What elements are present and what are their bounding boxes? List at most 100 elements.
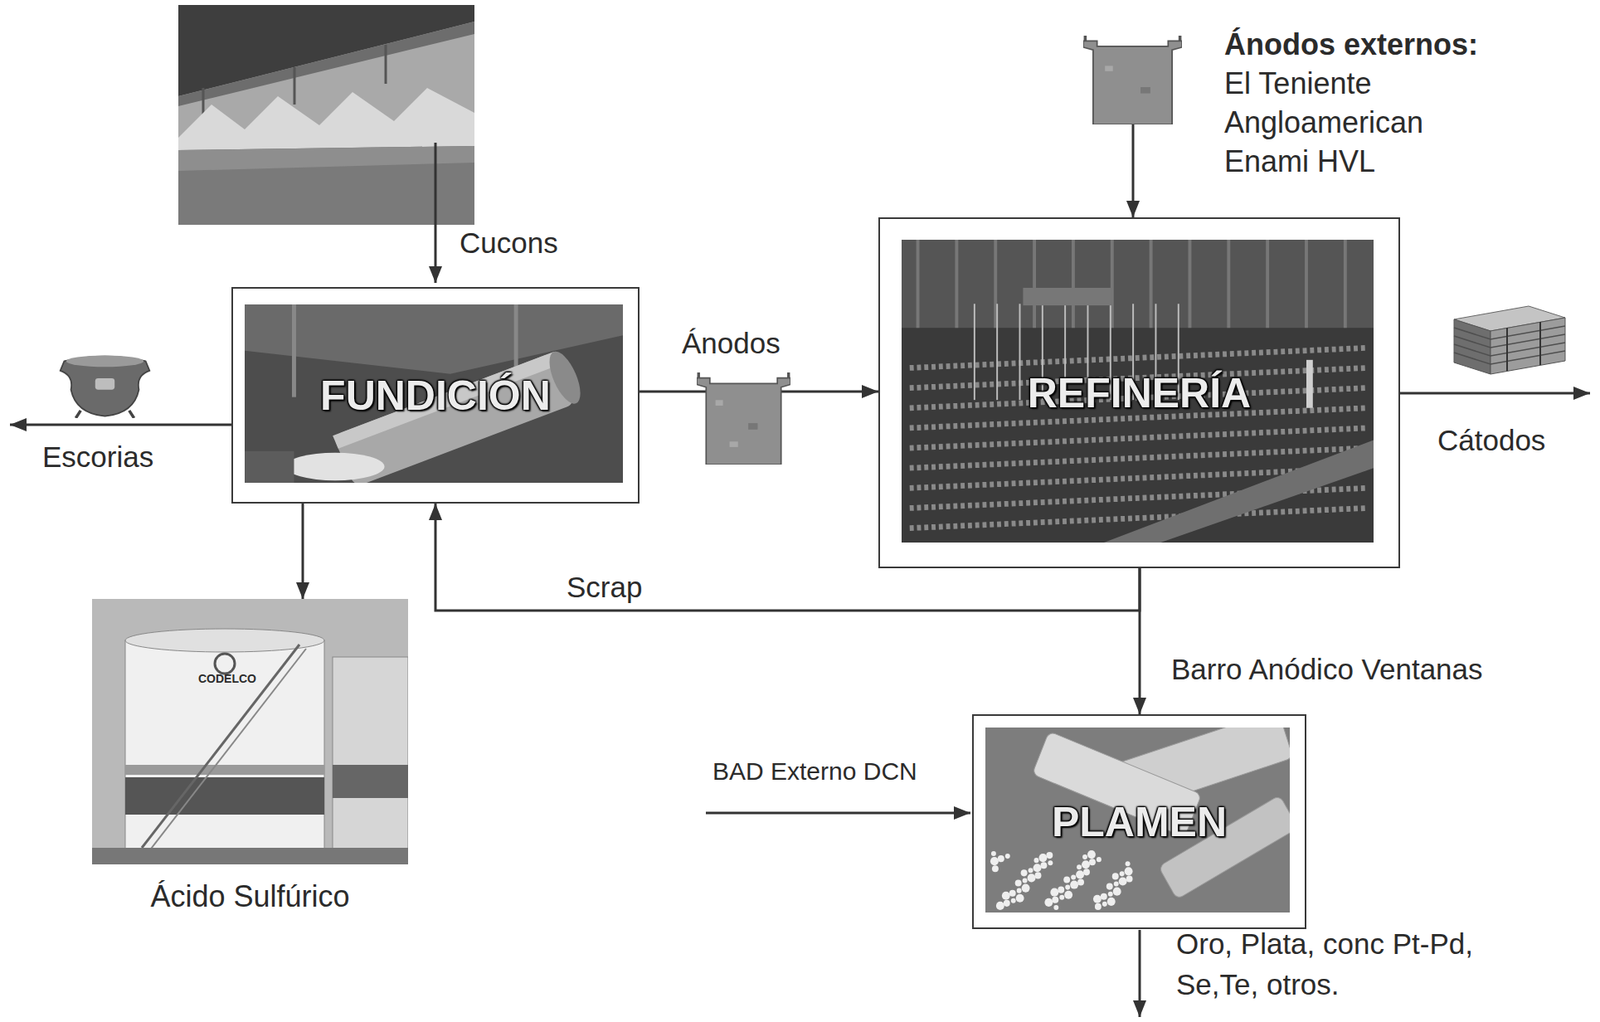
graphic-part bbox=[1009, 889, 1017, 897]
pot-feet bbox=[75, 410, 134, 419]
graphic-part bbox=[1022, 877, 1028, 883]
flow-connector bbox=[301, 503, 305, 599]
graphic-part bbox=[916, 239, 920, 328]
graphic-part bbox=[1050, 888, 1059, 897]
slag-pot-icon bbox=[60, 355, 151, 419]
graphic-part bbox=[1076, 864, 1082, 870]
graphic-part bbox=[1096, 856, 1102, 862]
process-box: FUNDICIÓN bbox=[231, 286, 640, 504]
anode-icon bbox=[696, 372, 791, 465]
stack-sheets bbox=[1454, 325, 1566, 365]
graphic-part bbox=[996, 303, 998, 400]
graphic-part bbox=[1113, 887, 1122, 896]
graphic-part bbox=[1035, 871, 1042, 879]
graphic-part bbox=[1027, 873, 1036, 882]
flow-arrow bbox=[9, 423, 232, 427]
pot-rim bbox=[66, 355, 145, 368]
source-list: El Teniente Angloamerican Enami HVL bbox=[1224, 63, 1465, 181]
flow-label: BAD Externo DCN bbox=[712, 757, 918, 787]
edge-label: Barro Anódico Ventanas bbox=[1171, 652, 1484, 686]
graphic-part bbox=[1021, 869, 1028, 876]
graphic-part bbox=[1034, 857, 1040, 863]
graphic-part bbox=[1033, 863, 1042, 872]
graphic-part bbox=[125, 777, 325, 815]
graphic-part bbox=[1021, 884, 1031, 893]
graphic-part bbox=[1119, 870, 1125, 876]
graphic-part bbox=[1103, 439, 1374, 543]
graphic-part bbox=[1106, 883, 1114, 890]
graphic-part bbox=[1071, 239, 1075, 328]
graphic-part bbox=[1126, 875, 1134, 882]
floor-edge bbox=[178, 145, 475, 171]
graphic-part bbox=[125, 640, 325, 858]
graphic-part bbox=[1070, 874, 1076, 880]
pillar bbox=[293, 67, 297, 105]
graphic-part bbox=[1032, 239, 1036, 328]
edge-label: Ánodos bbox=[681, 326, 781, 360]
graphic-part bbox=[1059, 894, 1065, 900]
concentrate-photo bbox=[178, 4, 475, 225]
anode-texture bbox=[715, 399, 724, 406]
flow-arrow bbox=[434, 142, 438, 283]
anode-text-block: Ánodos externos:El Teniente Angloamerica… bbox=[1224, 24, 1479, 181]
graphic-part bbox=[954, 239, 959, 328]
graphic-part bbox=[332, 656, 409, 865]
graphic-part bbox=[1040, 861, 1047, 869]
graphic-part bbox=[1306, 359, 1314, 409]
graphic-part bbox=[973, 303, 976, 400]
graphic-part bbox=[1108, 891, 1114, 897]
tank-photo bbox=[92, 598, 409, 865]
anode-source: Ánodos externos:El Teniente Angloamerica… bbox=[1083, 35, 1182, 125]
anode-texture bbox=[729, 441, 739, 448]
graphic-part bbox=[1019, 303, 1022, 400]
flow-connector bbox=[1132, 124, 1135, 218]
graphic-part bbox=[1118, 876, 1128, 886]
graphic-part bbox=[1083, 868, 1090, 876]
graphic-part bbox=[291, 304, 297, 398]
graphic-part bbox=[1343, 239, 1348, 328]
graphic-part bbox=[1057, 886, 1065, 894]
graphic-part bbox=[1087, 850, 1096, 859]
graphic-part bbox=[1124, 866, 1134, 876]
stack-front bbox=[1454, 319, 1491, 375]
anode-ears bbox=[698, 372, 788, 379]
graphic-part bbox=[1089, 858, 1096, 866]
flow-arrow bbox=[705, 812, 971, 815]
graphic-part bbox=[1063, 875, 1070, 883]
graphic-part bbox=[1015, 879, 1022, 886]
graphic-part bbox=[1005, 853, 1011, 859]
graphic-part bbox=[1047, 860, 1053, 866]
graphic-part bbox=[1003, 899, 1011, 907]
graphic-part bbox=[1083, 40, 1182, 125]
graphic-part bbox=[286, 452, 385, 482]
photo-ground bbox=[178, 4, 475, 225]
graphic-part bbox=[1075, 870, 1085, 879]
anode-body bbox=[696, 378, 791, 465]
graphic-part bbox=[141, 644, 300, 848]
graphic-part bbox=[1107, 897, 1116, 906]
roof bbox=[178, 4, 475, 97]
product-tank: Ácido Sulfúrico bbox=[92, 598, 409, 865]
flow-arrow bbox=[1400, 392, 1591, 395]
graphic-part bbox=[125, 628, 325, 652]
flow-label: Oro, Plata, conc Pt-Pd, Se,Te, otros. bbox=[1176, 923, 1542, 1005]
graphic-part bbox=[1304, 239, 1309, 328]
graphic-part bbox=[1022, 287, 1112, 306]
graphic-part bbox=[1082, 854, 1088, 860]
graphic-part bbox=[1065, 885, 1070, 890]
graphic-part bbox=[901, 239, 1374, 543]
flow-label: Cátodos bbox=[1437, 423, 1546, 458]
graphic-part bbox=[244, 451, 294, 483]
graphic-part bbox=[1051, 896, 1059, 904]
box-title: REFINERÍA bbox=[1027, 369, 1251, 418]
graphic-part bbox=[1104, 65, 1114, 71]
graphic-part bbox=[1045, 851, 1053, 859]
graphic-part bbox=[1011, 898, 1017, 904]
graphic-part bbox=[1100, 893, 1108, 900]
graphic-part bbox=[990, 856, 999, 866]
process-box: REFINERÍA bbox=[878, 217, 1401, 569]
graphic-part bbox=[1028, 867, 1034, 873]
graphic-part bbox=[1064, 890, 1073, 900]
graphic-part bbox=[214, 653, 235, 674]
graphic-part bbox=[1265, 239, 1270, 328]
